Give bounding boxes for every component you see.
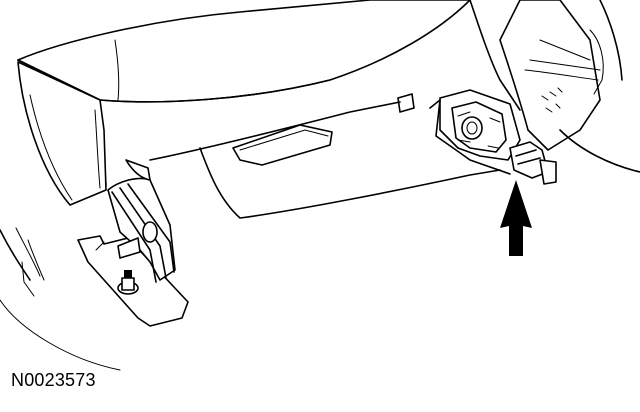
seat-side-trim — [17, 61, 107, 206]
floor-carpet — [0, 227, 121, 371]
seat-track-latch — [429, 89, 557, 185]
seat-belt-webbing — [469, 0, 640, 173]
seat-hinge-bracket — [77, 159, 189, 327]
indicator-arrow — [500, 180, 532, 256]
seat-track-tray — [149, 93, 501, 219]
figure-id-label: N0023573 — [11, 370, 96, 390]
